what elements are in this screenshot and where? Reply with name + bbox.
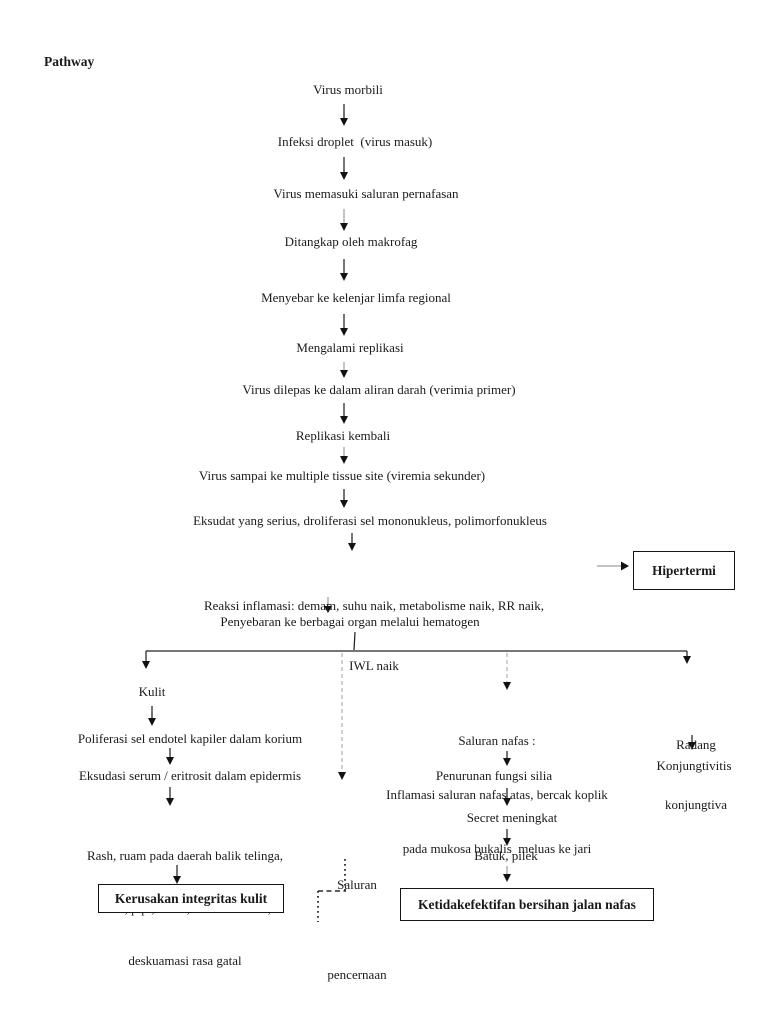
node-saluran-nafas-line3: pada mukosa bukalis meluas ke jari: [402, 841, 592, 856]
node-replikasi-kembali: Replikasi kembali: [295, 428, 391, 443]
arrow-down-icon: [324, 597, 332, 613]
outcome-box-kerusakan-integritas-kulit: Kerusakan integritas kulit: [98, 884, 284, 913]
node-penurunan-fungsi-silia: Penurunan fungsi silia: [435, 768, 553, 783]
node-virus-memasuki-saluran: Virus memasuki saluran pernafasan: [273, 186, 459, 201]
arrow-down-icon: [173, 865, 181, 884]
node-virus-sampai: Virus sampai ke multiple tissue site (vi…: [198, 468, 486, 483]
node-konjungtivitis: Konjungtivitis: [656, 758, 732, 773]
arrow-down-icon: [166, 787, 174, 806]
node-kulit: Kulit: [138, 684, 166, 699]
node-radang-konjungtiva: Radang konjungtiva: [646, 695, 746, 855]
node-radang-line1: Radang: [676, 737, 716, 752]
node-eksudat: Eksudat yang serius, droliferasi sel mon…: [193, 513, 547, 528]
branch-dashed-arrow-nafas-icon: [503, 653, 511, 690]
node-batuk-pilek: Batuk, pilek: [474, 848, 538, 863]
branch-dashed-arrow-pencernaan-icon: [338, 653, 346, 780]
arrow-down-icon: [340, 489, 348, 508]
arrow-down-icon: [348, 533, 356, 551]
branch-arrow-right-icon: [683, 651, 691, 664]
arrow-down-icon: [503, 829, 511, 846]
arrow-down-icon: [340, 362, 348, 378]
node-saluran-pencernaan: Saluran pencernaan: [307, 810, 407, 1024]
branch-arrow-left-icon: [142, 651, 150, 669]
branch-stem-line: [353, 631, 356, 651]
node-menyebar-limfa: Menyebar ke kelenjar limfa regional: [261, 290, 451, 305]
arrow-right-icon: [597, 561, 629, 571]
arrow-down-icon: [503, 751, 511, 766]
node-rash-line1: Rash, ruam pada daerah balik telinga,: [86, 848, 283, 863]
node-poliferasi-endotel: Poliferasi sel endotel kapiler dalam kor…: [77, 731, 303, 746]
node-virus-morbili: Virus morbili: [313, 82, 383, 97]
node-penyebaran-hematogen: Penyebaran ke berbagai organ melalui hem…: [220, 614, 480, 629]
outcome-box-hipertermi: Hipertermi: [633, 551, 735, 590]
arrow-down-icon: [340, 447, 348, 464]
arrow-down-icon: [503, 866, 511, 882]
node-infeksi-droplet: Infeksi droplet (virus masuk): [277, 134, 433, 149]
page-title: Pathway: [44, 54, 95, 69]
node-mengalami-replikasi: Mengalami replikasi: [296, 340, 404, 355]
node-eksudasi-serum: Eksudasi serum / eritrosit dalam epiderm…: [78, 768, 302, 783]
arrow-down-icon: [688, 735, 696, 750]
node-saluran-nafas: Saluran nafas : Inflamasi saluran nafas …: [360, 696, 634, 894]
node-reaksi-inflamasi-line2: IWL naik: [349, 658, 399, 673]
arrow-down-icon: [340, 403, 348, 424]
node-virus-dilepas: Virus dilepas ke dalam aliran darah (ver…: [242, 382, 516, 397]
arrow-down-icon: [340, 259, 348, 281]
arrow-down-icon: [503, 788, 511, 806]
arrow-down-icon: [340, 209, 348, 231]
node-secret-meningkat: Secret meningkat: [466, 810, 558, 825]
node-saluran-pencernaan-line1: Saluran: [337, 877, 377, 892]
node-rash-line3: deskuamasi rasa gatal: [128, 953, 242, 968]
node-reaksi-inflamasi-line1: Reaksi inflamasi: demam, suhu naik, meta…: [203, 598, 545, 613]
node-saluran-pencernaan-line2: pencernaan: [327, 967, 387, 982]
arrow-down-icon: [340, 104, 348, 126]
node-reaksi-inflamasi: Reaksi inflamasi: demam, suhu naik, meta…: [174, 556, 574, 716]
node-ditangkap-makrofag: Ditangkap oleh makrofag: [284, 234, 418, 249]
node-radang-line2: konjungtiva: [664, 797, 728, 812]
node-saluran-nafas-line2: Inflamasi saluran nafas atas, bercak kop…: [386, 787, 608, 802]
arrow-down-icon: [148, 706, 156, 726]
dotted-elbow-connector: [317, 859, 346, 922]
outcome-box-ketidakefektifan-bersihan-jalan-nafas: Ketidakefektifan bersihan jalan nafas: [400, 888, 654, 921]
arrow-down-icon: [340, 157, 348, 180]
node-saluran-nafas-line1: Saluran nafas :: [458, 733, 536, 748]
arrow-down-icon: [340, 314, 348, 336]
arrow-down-icon: [166, 748, 174, 765]
